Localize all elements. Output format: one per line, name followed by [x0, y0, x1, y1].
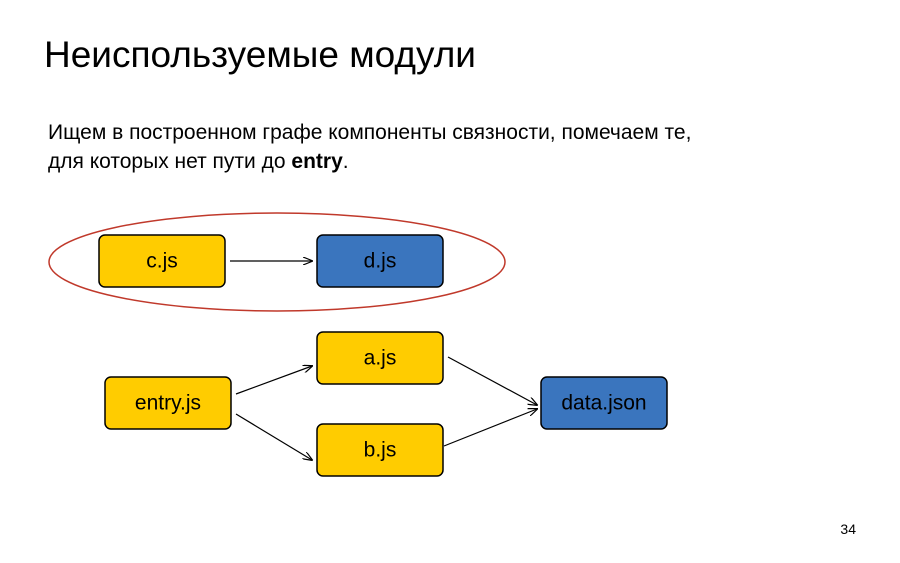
edge-entry-to-b [235, 413, 312, 460]
node-entry-js: entry.js [104, 376, 232, 430]
node-data-json-label: data.json [561, 392, 646, 415]
body-text-line-2-prefix: для которых нет пути до [48, 150, 292, 173]
node-b-js-label: b.js [364, 439, 397, 462]
body-text-line-1: Ищем в построенном графе компоненты связ… [48, 121, 692, 144]
node-a-js: a.js [316, 331, 444, 385]
node-d-js-label: d.js [364, 250, 397, 273]
node-a-js-label: a.js [364, 347, 397, 370]
edge-a-to-data [447, 356, 537, 405]
node-b-js: b.js [316, 423, 444, 477]
node-c-js-label: c.js [146, 250, 178, 273]
edge-entry-to-a [235, 366, 312, 395]
node-d-js: d.js [316, 234, 444, 288]
slide-body-text: Ищем в построенном графе компоненты связ… [48, 118, 691, 176]
body-text-line-2-suffix: . [342, 150, 349, 173]
node-data-json: data.json [540, 376, 668, 430]
unused-component-highlight [48, 212, 506, 312]
entry-keyword: entry [291, 150, 343, 173]
edge-b-to-data [443, 409, 537, 447]
node-entry-js-label: entry.js [135, 392, 201, 415]
page-number: 34 [840, 521, 856, 537]
node-c-js: c.js [98, 234, 226, 288]
slide-title: Неиспользуемые модули [44, 34, 476, 75]
